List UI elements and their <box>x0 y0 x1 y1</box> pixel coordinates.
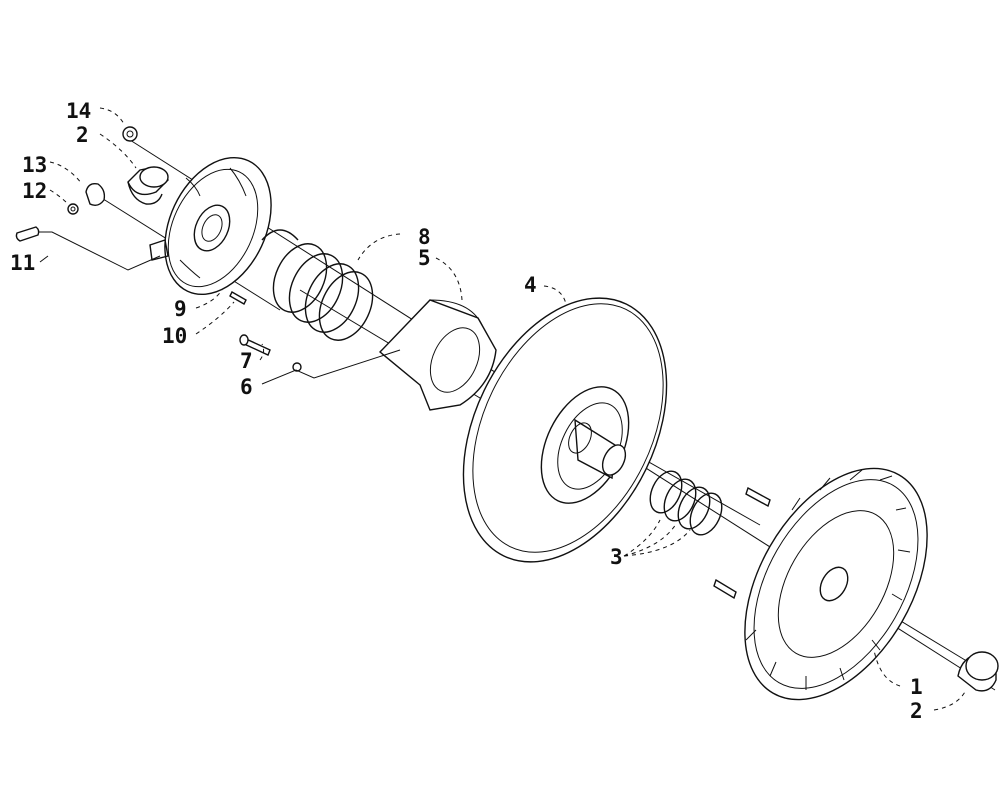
part-2-bushing-bottom <box>957 651 999 692</box>
part-9-pin <box>229 291 247 305</box>
cam-plate <box>149 156 272 296</box>
callout-1: 1 <box>910 675 923 699</box>
callout-8: 8 <box>418 225 431 249</box>
spring <box>261 229 374 341</box>
part-12-washer <box>67 203 79 215</box>
callout-5: 5 <box>418 246 431 270</box>
part-2-bushing-top <box>127 166 169 205</box>
callout-2-top: 2 <box>76 123 89 147</box>
part-4-sheave <box>462 297 668 563</box>
part-5-cam <box>378 299 497 411</box>
part-7-bolt <box>239 334 271 356</box>
part-6-nut <box>292 362 302 372</box>
callout-9: 9 <box>174 297 187 321</box>
callout-12: 12 <box>22 179 47 203</box>
part-11-pin <box>15 226 40 242</box>
part-3-washers <box>649 470 723 536</box>
callout-13: 13 <box>22 153 47 177</box>
callout-2-bottom: 2 <box>910 699 923 723</box>
callout-11: 11 <box>10 251 35 275</box>
callout-labels: 14 2 13 12 11 9 10 7 6 8 5 4 3 1 2 <box>10 99 923 723</box>
leader-lines <box>38 107 967 711</box>
callout-6: 6 <box>240 375 253 399</box>
callout-14: 14 <box>66 99 91 123</box>
callout-10: 10 <box>162 324 187 348</box>
part-1-fixed-sheave <box>713 467 928 701</box>
callout-4: 4 <box>524 273 537 297</box>
part-14-nut <box>122 126 138 142</box>
callout-3: 3 <box>610 545 623 569</box>
part-13-roller <box>85 182 106 207</box>
callout-7: 7 <box>240 349 253 373</box>
